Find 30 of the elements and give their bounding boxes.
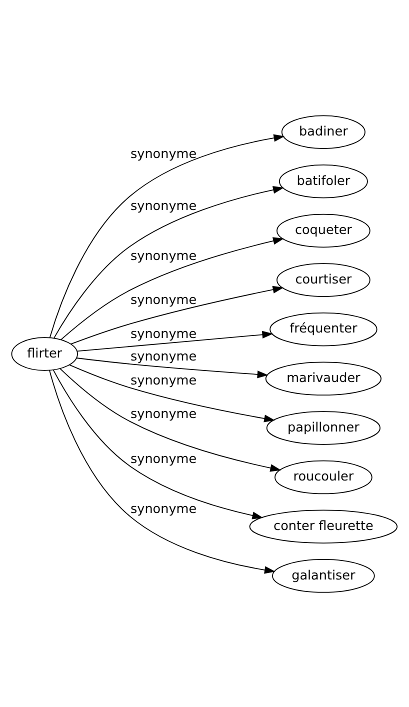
edge-label: synonyme xyxy=(130,146,197,162)
arrow xyxy=(76,357,268,378)
node-ellipse: galantiser xyxy=(272,558,375,592)
arrow xyxy=(69,364,276,422)
node-ellipse: flirter xyxy=(11,336,78,370)
arrow xyxy=(49,369,276,574)
edge-label: synonyme xyxy=(130,292,197,308)
edge-label: synonyme xyxy=(130,451,197,466)
edge-label: synonyme xyxy=(130,349,197,364)
node-ellipse: courtiser xyxy=(276,262,370,296)
node-ellipse: papillonner xyxy=(266,410,381,444)
edge-label: synonyme xyxy=(130,372,197,388)
arrow xyxy=(52,368,264,519)
edge-label: synonyme xyxy=(130,406,197,422)
arrow xyxy=(70,285,284,344)
arrow xyxy=(60,368,282,472)
edge-label: synonyme xyxy=(130,502,197,517)
edge-label: synonyme xyxy=(130,198,197,214)
edge-label: synonyme xyxy=(130,326,197,342)
node-ellipse: roucouler xyxy=(274,460,372,494)
edge-label: synonyme xyxy=(130,248,197,264)
node-ellipse: marivauder xyxy=(265,361,382,396)
node-ellipse: batifoler xyxy=(278,164,368,198)
node-ellipse: coqueter xyxy=(276,213,370,248)
node-ellipse: fréquenter xyxy=(270,312,378,346)
arrow xyxy=(49,134,285,338)
arrow xyxy=(60,236,284,340)
arrow xyxy=(54,186,284,338)
node-ellipse: badiner xyxy=(281,114,366,148)
arrow xyxy=(76,330,274,352)
